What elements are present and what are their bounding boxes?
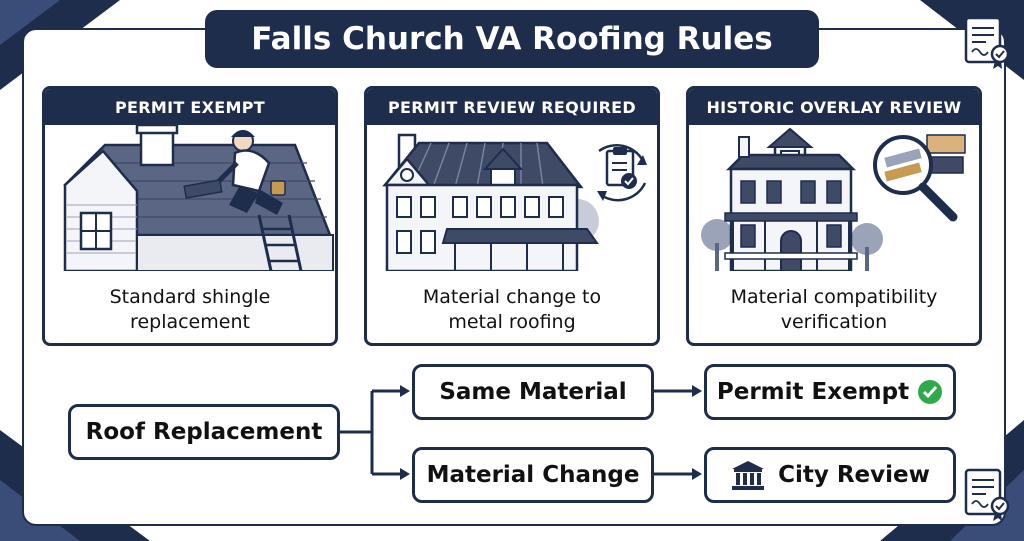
clipboard-cycle-icon: [597, 144, 647, 202]
card-header: HISTORIC OVERLAY REVIEW: [689, 89, 979, 125]
roofer-shingle-illustration: [63, 125, 334, 271]
flow-node-same-material: Same Material: [412, 364, 654, 420]
card-caption-line-1: Material change to: [422, 286, 602, 308]
historic-house-illustration: [701, 127, 966, 271]
card-permit-exempt: PERMIT EXEMPT Standard: [42, 86, 338, 346]
flow-node-label: Permit Exempt: [716, 379, 910, 405]
card-caption-line-2: metal roofing: [448, 311, 576, 333]
card-caption: Material compatibility verification: [693, 285, 975, 335]
card-header: PERMIT REVIEW REQUIRED: [367, 89, 657, 125]
government-building-icon: [732, 461, 765, 490]
card-caption-line-1: Material compatibility: [730, 286, 938, 308]
check-circle-icon: [918, 380, 943, 404]
flow-node-label: Roof Replacement: [85, 419, 323, 445]
certificate-document-icon: [964, 468, 1010, 521]
metal-roof-house-illustration: [382, 133, 647, 271]
page-title: Falls Church VA Roofing Rules: [205, 10, 819, 68]
flow-node-permit-exempt: Permit Exempt: [704, 364, 956, 420]
card-caption: Material change to metal roofing: [371, 285, 653, 335]
card-caption: Standard shingle replacement: [49, 285, 331, 335]
card-caption-line-2: replacement: [130, 311, 250, 333]
flow-node-material-change: Material Change: [412, 447, 654, 503]
flow-node-city-review: City Review: [704, 447, 956, 503]
card-historic-overlay-review: HISTORIC OVERLAY REVIEW: [686, 86, 982, 346]
card-header: PERMIT EXEMPT: [45, 89, 335, 125]
flow-node-label: City Review: [778, 462, 930, 488]
card-permit-review-required: PERMIT REVIEW REQUIRED: [364, 86, 660, 346]
card-caption-line-1: Standard shingle: [109, 286, 271, 308]
certificate-document-icon: [964, 16, 1010, 69]
magnifier-icon: [873, 135, 958, 222]
flow-node-label: Material Change: [426, 462, 640, 488]
flow-node-label: Same Material: [439, 379, 627, 405]
card-caption-line-2: verification: [780, 311, 888, 333]
flow-node-roof-replacement: Roof Replacement: [68, 404, 340, 460]
